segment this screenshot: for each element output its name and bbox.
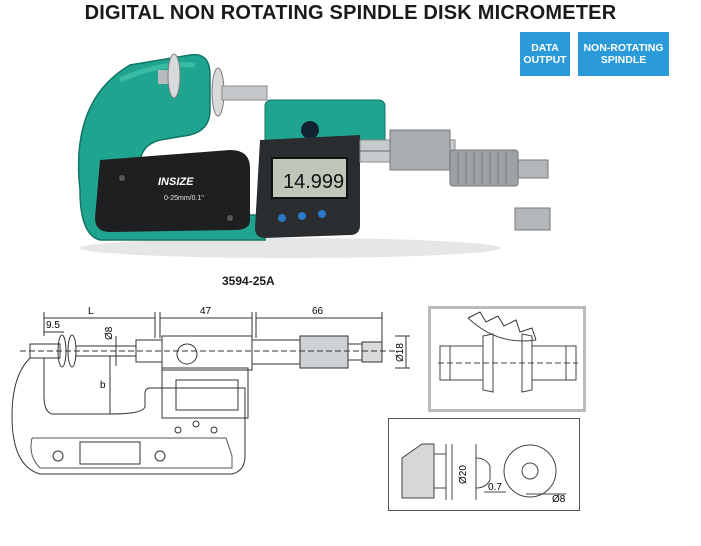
dim-b: b xyxy=(100,380,106,391)
brand-label: INSIZE xyxy=(158,176,194,188)
page-title: DIGITAL NON ROTATING SPINDLE DISK MICROM… xyxy=(84,2,617,24)
dim-9-5: 9.5 xyxy=(46,320,60,331)
dim-47: 47 xyxy=(200,306,212,317)
lcd-readout: 14.999 xyxy=(283,171,344,193)
micrometer-photo: INSIZE 0-25mm/0.1" 14.999 xyxy=(77,53,551,258)
dim-d18: Ø18 xyxy=(395,343,406,362)
model-number: 3594-25A xyxy=(222,274,275,288)
disk-detail: Ø20 0.7 Ø8 xyxy=(388,418,580,511)
dim-d8: Ø8 xyxy=(104,326,115,340)
dimension-drawing: L 9.5 47 66 b Ø8 Ø18 xyxy=(11,306,410,475)
dim-d20: Ø20 xyxy=(458,465,469,484)
dim-0-7: 0.7 xyxy=(488,482,502,493)
dim-d8-detail: Ø8 xyxy=(552,494,566,505)
dim-66: 66 xyxy=(312,306,324,317)
dim-L: L xyxy=(88,306,94,317)
range-label: 0-25mm/0.1" xyxy=(164,195,204,202)
gear-detail xyxy=(428,306,586,412)
